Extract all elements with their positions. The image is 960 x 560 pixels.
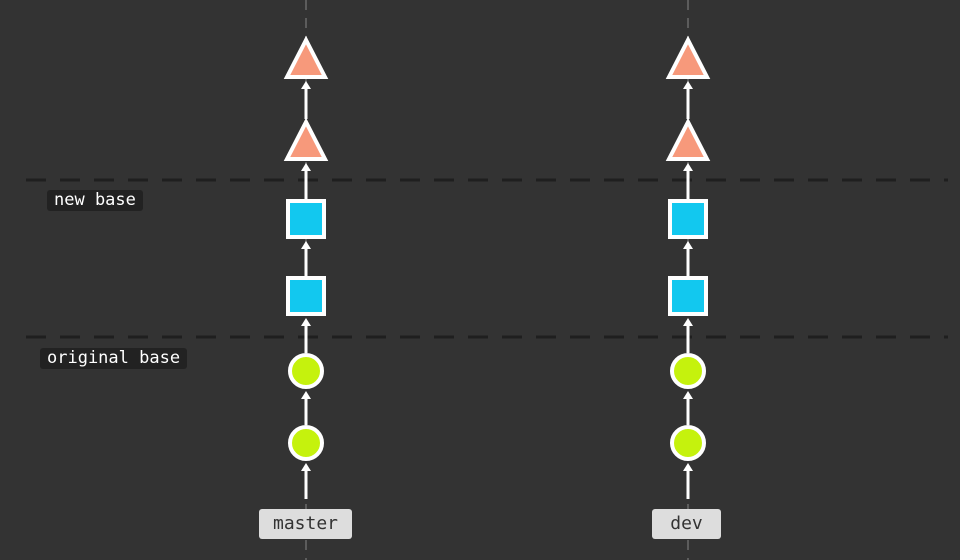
edge-master-2 xyxy=(301,318,311,353)
circle-commit-icon xyxy=(670,353,706,389)
arrowhead-icon xyxy=(301,318,311,326)
square-commit-icon xyxy=(286,276,326,316)
arrowhead-icon xyxy=(301,81,311,89)
circle-commit-icon xyxy=(288,353,324,389)
arrowhead-icon xyxy=(683,81,693,89)
arrowhead-icon xyxy=(301,463,311,471)
edge-dev-0 xyxy=(683,463,693,499)
arrowhead-icon xyxy=(301,391,311,399)
triangle-commit-icon xyxy=(665,35,711,79)
triangle-commit-icon xyxy=(665,117,711,161)
edge-dev-2 xyxy=(683,318,693,353)
edge-dev-3 xyxy=(683,241,693,276)
arrowhead-icon xyxy=(683,318,693,326)
circle-commit-icon xyxy=(288,425,324,461)
square-commit-icon xyxy=(668,199,708,239)
square-commit-icon xyxy=(668,276,708,316)
arrowhead-icon xyxy=(683,391,693,399)
edge-master-4 xyxy=(301,163,311,199)
edge-dev-4 xyxy=(683,163,693,199)
edge-master-5 xyxy=(301,81,311,119)
branch-label-dev: dev xyxy=(652,509,721,539)
branch-label-master: master xyxy=(259,509,352,539)
edge-dev-5 xyxy=(683,81,693,119)
triangle-commit-icon xyxy=(283,35,329,79)
arrowhead-icon xyxy=(301,163,311,171)
arrowhead-icon xyxy=(683,463,693,471)
arrowhead-icon xyxy=(683,163,693,171)
triangle-commit-icon xyxy=(283,117,329,161)
arrowhead-icon xyxy=(683,241,693,249)
original-base-label: original base xyxy=(40,348,188,369)
circle-commit-icon xyxy=(670,425,706,461)
edge-master-3 xyxy=(301,241,311,276)
arrowhead-icon xyxy=(301,241,311,249)
edge-master-1 xyxy=(301,391,311,425)
edge-master-0 xyxy=(301,463,311,499)
new-base-label: new base xyxy=(47,190,143,211)
edge-dev-1 xyxy=(683,391,693,425)
square-commit-icon xyxy=(286,199,326,239)
